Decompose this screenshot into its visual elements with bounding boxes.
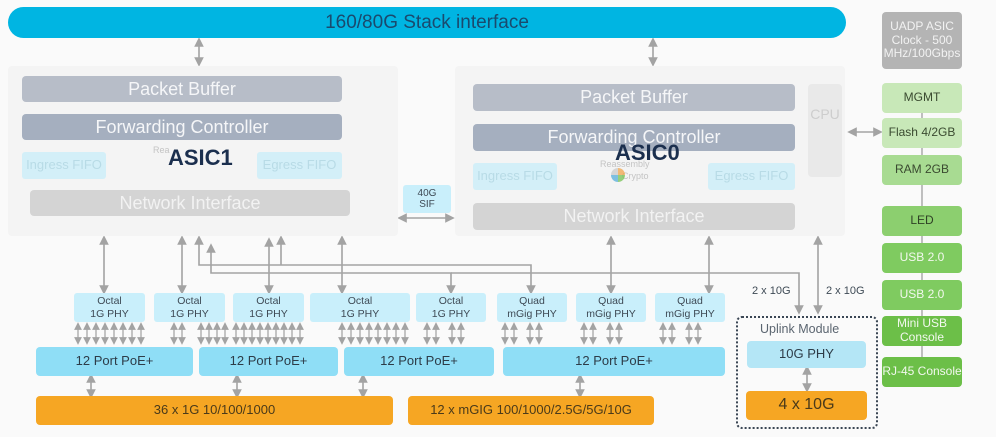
uplink-module-title: Uplink Module	[760, 322, 840, 336]
uplink-10g-phy: 10G PHY	[747, 341, 866, 368]
ram-block: RAM 2GB	[882, 155, 962, 185]
phy-line2: 1G PHY	[170, 307, 209, 320]
uplink-link-label-2: 2 x 10G	[826, 285, 865, 297]
uadp-asic-clock: UADP ASIC Clock - 500 MHz/100Gbps	[882, 12, 962, 69]
asic0-ingress-fifo: Ingress FIFO	[473, 163, 557, 190]
phy-line2: 1G PHY	[90, 307, 129, 320]
phy-line1: Octal	[256, 295, 281, 308]
asic0-egress-fifo: Egress FIFO	[708, 163, 795, 190]
phy-line2: mGig PHY	[507, 307, 557, 320]
asic0-packet-buffer: Packet Buffer	[473, 84, 795, 111]
phy-line1: Octal	[97, 295, 122, 308]
asic1-forwarding-controller: Forwarding Controller	[22, 114, 342, 140]
poe-group-1: 12 Port PoE+	[36, 347, 193, 376]
asic1-network-interface: Network Interface	[30, 190, 350, 216]
asic1-reassembly-label: Rea	[153, 145, 170, 155]
rj45-console: RJ-45 Console	[882, 357, 962, 387]
phy-line2: 1G PHY	[249, 307, 288, 320]
phy-line2: mGig PHY	[665, 307, 715, 320]
flash-block: Flash 4/2GB	[882, 118, 962, 148]
sif-40g: 40G SIF	[403, 185, 451, 213]
phy-line1: Quad	[677, 295, 703, 308]
asic0-title: ASIC0	[615, 140, 680, 165]
asic0-network-interface: Network Interface	[473, 203, 795, 230]
reassembly-crypto-icon	[611, 168, 625, 182]
sif-line1: 40G	[417, 187, 437, 199]
usb-block-2: USB 2.0	[882, 280, 962, 310]
route-c	[280, 264, 536, 295]
route-b	[206, 243, 456, 295]
phy-line1: Octal	[347, 295, 373, 308]
phy-line1: Quad	[598, 295, 624, 308]
cpu-block: CPU	[808, 84, 842, 177]
ports-12xmgig: 12 x mGIG 100/1000/2.5G/5G/10G	[408, 396, 654, 425]
stack-interface-label: 160/80G Stack interface	[325, 11, 529, 33]
asic1-title: ASIC1	[168, 145, 233, 170]
phy-line2: 1G PHY	[431, 307, 471, 320]
phy-line1: Octal	[438, 295, 464, 308]
asic1-egress-fifo: Egress FIFO	[257, 152, 342, 179]
led-block: LED	[882, 206, 962, 236]
poe-group-3: 12 Port PoE+	[344, 347, 494, 376]
mini-usb-console: Mini USB Console	[882, 316, 962, 346]
stack-interface-bar: 160/80G Stack interface	[8, 7, 846, 38]
poe-group-4: 12 Port PoE+	[503, 347, 725, 376]
route-d	[451, 272, 804, 315]
asic0-crypto-label: Crypto	[622, 171, 649, 181]
uplink-link-label-1: 2 x 10G	[752, 285, 791, 297]
phy-line1: Octal	[177, 295, 202, 308]
asic1-ingress-fifo: Ingress FIFO	[22, 152, 106, 179]
phy-line2: mGig PHY	[586, 307, 636, 320]
uplink-4x10g-ports: 4 x 10G	[746, 391, 867, 420]
asic0-forwarding-controller: Forwarding Controller	[473, 124, 795, 151]
mgmt-block: MGMT	[882, 83, 962, 113]
poe-group-2: 12 Port PoE+	[199, 347, 338, 376]
sif-line2: SIF	[419, 199, 435, 210]
uplink-module	[736, 316, 878, 429]
asic0-reassembly-label: Reassembly	[600, 159, 650, 169]
phy-line2: 1G PHY	[340, 307, 380, 320]
asic1-packet-buffer: Packet Buffer	[22, 76, 342, 102]
ports-36x1g: 36 x 1G 10/100/1000	[36, 396, 393, 425]
phy-line1: Quad	[519, 295, 545, 308]
usb-block-1: USB 2.0	[882, 243, 962, 273]
